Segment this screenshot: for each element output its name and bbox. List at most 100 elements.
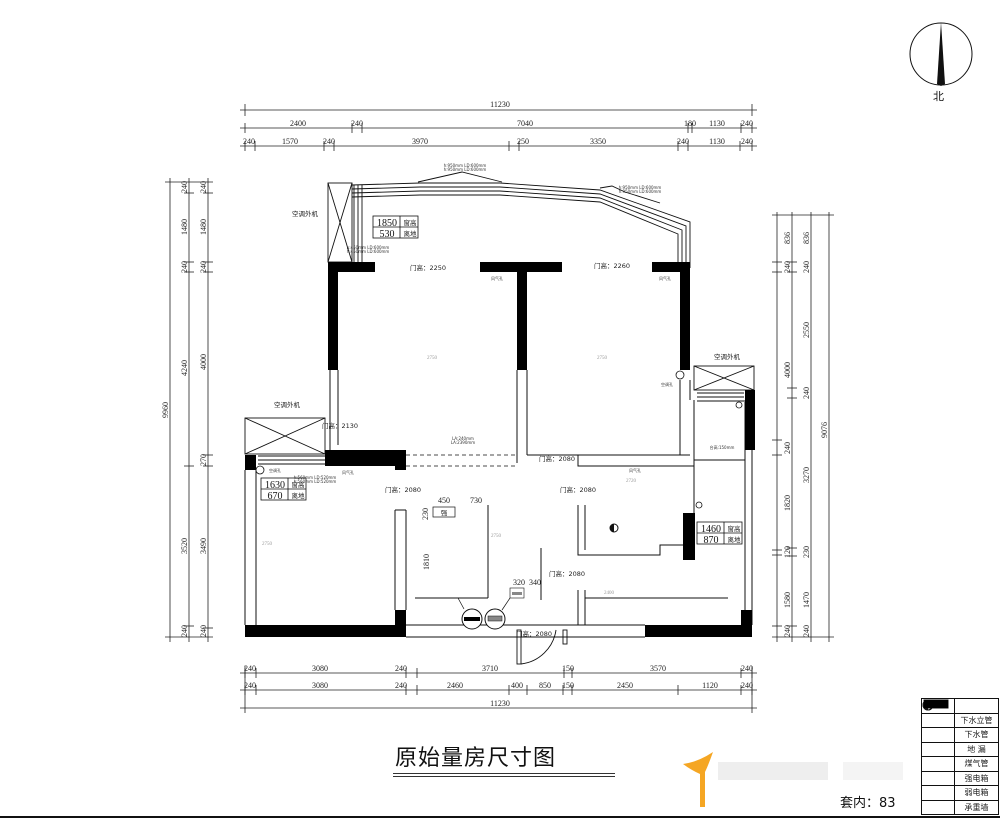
dimension-label: 240 <box>783 442 792 454</box>
dimension-label: 1810 <box>422 554 431 570</box>
dimension-label: 240 <box>741 681 753 690</box>
dimension-label: 9076 <box>820 422 829 438</box>
door-height-label: 门高：2080 <box>385 485 421 494</box>
dimension-label: 3350 <box>590 137 606 146</box>
vent-label: 风气孔 <box>491 275 503 281</box>
door-height-label: 门高：2080 <box>539 454 575 463</box>
dimension-label: 240 <box>180 181 189 193</box>
legend-row: 下水立管 <box>921 699 999 728</box>
dimension-label: 150 <box>562 681 574 690</box>
dimension-label: 3490 <box>199 538 208 554</box>
window-note: h:560mm LD:520mm <box>294 479 337 484</box>
window-sill-value: 870 <box>704 535 719 546</box>
bearing-walls <box>245 262 755 637</box>
dimension-label: 240 <box>802 625 811 637</box>
dimension-label: 2460 <box>447 681 463 690</box>
half-filled-circle-icon <box>609 523 619 533</box>
strong-box-icon <box>457 597 483 630</box>
compass-icon <box>909 22 973 86</box>
dimension-label: 850 <box>539 681 551 690</box>
window-sill-value: 670 <box>268 491 283 502</box>
compass-north-label: 北 <box>933 90 944 103</box>
ceiling-height-label: 2750 <box>597 356 608 361</box>
beam-note: LA:2390mm <box>451 440 475 445</box>
window-note: h:950mm LD:600mm <box>619 185 662 190</box>
dimension-label: 1480 <box>199 219 208 235</box>
legend-label: 承重墙 <box>954 799 999 815</box>
dimension-label: 240 <box>741 137 753 146</box>
dimension-label: 240 <box>243 137 255 146</box>
dimension-label: 240 <box>677 137 689 146</box>
bay-window <box>351 171 691 268</box>
window-sill-label: 离地 <box>728 535 742 544</box>
vent-label: 风气孔 <box>342 469 354 475</box>
dimension-label: 1580 <box>783 592 792 608</box>
window-height-label: 窗高 <box>292 480 306 489</box>
dimension-label: 240 <box>199 261 208 273</box>
door-height-label: 门高：2080 <box>560 485 596 494</box>
window-height-label: 窗高 <box>404 218 418 227</box>
legend-label: 下水管 <box>954 727 999 743</box>
dimension-label: 3080 <box>312 664 328 673</box>
dimension-label: 180 <box>684 119 696 128</box>
page-title: 原始量房尺寸图 <box>395 746 557 771</box>
ceiling-height-label: 2750 <box>491 534 502 539</box>
door-height-label: 门高：2260 <box>594 261 630 270</box>
ac-unit-label: 空调外机 <box>714 352 741 361</box>
ac-unit-left <box>244 417 326 465</box>
dimension-label: 730 <box>470 496 482 505</box>
strong-box-label: 强 <box>441 509 448 517</box>
ac-unit-right <box>693 365 755 402</box>
dimension-label: 4240 <box>180 360 189 376</box>
dimension-label: 240 <box>199 625 208 637</box>
dimension-label: 240 <box>395 664 407 673</box>
legend-label <box>954 698 999 714</box>
dimension-label: 3520 <box>180 538 189 554</box>
dimension-label: 240 <box>180 261 189 273</box>
dimension-label: 240 <box>783 261 792 273</box>
ceiling-height-label: 2720 <box>626 479 637 484</box>
ac-unit-label: 空调外机 <box>292 209 319 218</box>
dimension-label: 4000 <box>199 354 208 370</box>
dimension-label: 320 <box>513 578 525 587</box>
legend-label: 弱电箱 <box>954 785 999 801</box>
window-box-1 <box>372 215 419 239</box>
dimension-label: 240 <box>323 137 335 146</box>
dimension-lines <box>165 104 834 713</box>
dimension-label: 450 <box>438 496 450 505</box>
window-note: h:950mm LD:600mm <box>444 167 487 172</box>
dimension-label: 240 <box>244 681 256 690</box>
dimension-label: 240 <box>741 119 753 128</box>
vent-label: 风气孔 <box>659 275 671 281</box>
dimension-label: 11230 <box>490 699 510 708</box>
entrance-door[interactable] <box>516 629 568 665</box>
company-logo <box>683 752 903 807</box>
interior-area: 套内：83 <box>840 796 896 811</box>
window-height-value: 1630 <box>265 480 285 491</box>
dimension-label: 836 <box>783 232 792 244</box>
beam-note: LA:240mm <box>452 436 474 441</box>
dimension-label: 1470 <box>802 592 811 608</box>
door-height-label: 门高：2080 <box>516 629 552 638</box>
dimension-label: 1480 <box>180 219 189 235</box>
dimension-label: 2450 <box>617 681 633 690</box>
legend-row: 煤气管 <box>921 701 999 772</box>
dimension-label: 3080 <box>312 681 328 690</box>
legend-row: 强电箱 <box>921 699 999 786</box>
dimension-label: 270 <box>199 454 208 466</box>
dimension-label: 240 <box>395 681 407 690</box>
dimension-label: 2550 <box>802 322 811 338</box>
legend-row: 下水管 <box>921 701 999 743</box>
legend-label: 地 漏 <box>954 741 999 757</box>
dimension-label: 240 <box>802 261 811 273</box>
dimension-label: 120 <box>783 546 792 558</box>
title-underline <box>393 773 615 777</box>
window-height-label: 窗高 <box>728 524 742 533</box>
dimension-label: 240 <box>199 181 208 193</box>
legend-label: 下水立管 <box>954 712 999 728</box>
ac-hole-label: 空调孔 <box>661 381 673 387</box>
frame-bottom-border <box>0 816 1000 818</box>
dimension-label: 2400 <box>290 119 306 128</box>
